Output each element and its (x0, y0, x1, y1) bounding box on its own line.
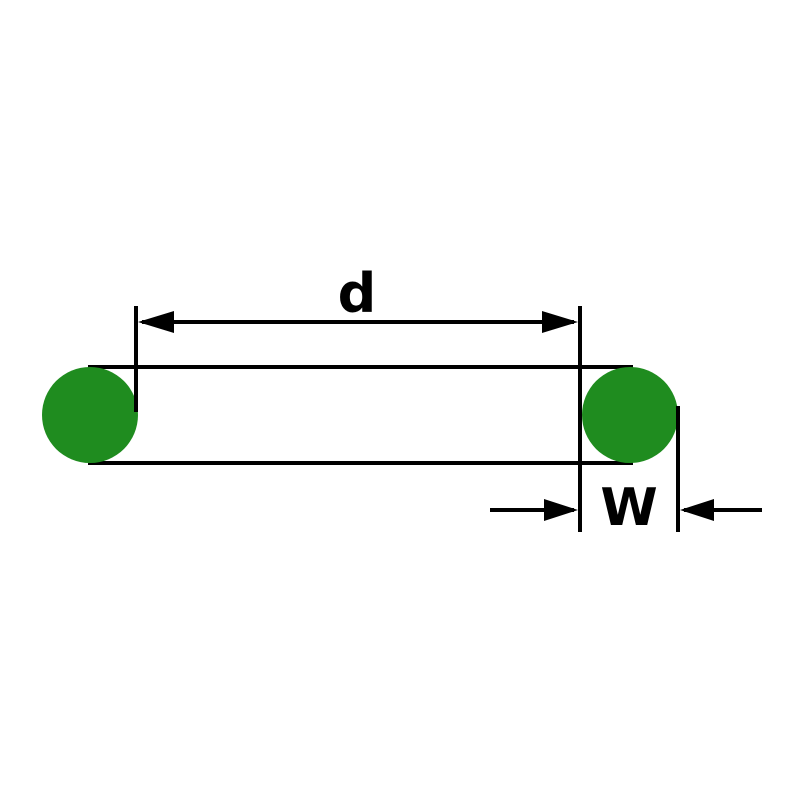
diameter-right-arrowhead-icon (542, 311, 578, 333)
oring-left-cross-section-circle (42, 367, 138, 463)
width-left-arrowhead-icon (544, 499, 578, 521)
diameter-dimension-label: d (338, 262, 377, 325)
width-right-arrowhead-icon (680, 499, 714, 521)
diameter-left-arrowhead-icon (138, 311, 174, 333)
oring-right-cross-section-circle (582, 367, 678, 463)
width-dimension-label: W (600, 478, 657, 538)
